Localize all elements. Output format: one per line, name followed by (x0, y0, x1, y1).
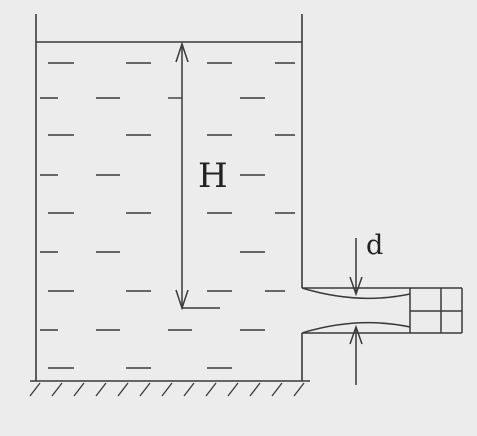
height-dimension-arrow (175, 41, 220, 311)
diameter-label: d (366, 230, 384, 261)
ground-hatching (29, 382, 305, 397)
nozzle-pipe (301, 287, 411, 334)
height-label: H (198, 156, 228, 196)
outlet-jet (410, 287, 463, 334)
diameter-dimension-arrows (349, 238, 363, 385)
water-dashes (40, 62, 295, 369)
